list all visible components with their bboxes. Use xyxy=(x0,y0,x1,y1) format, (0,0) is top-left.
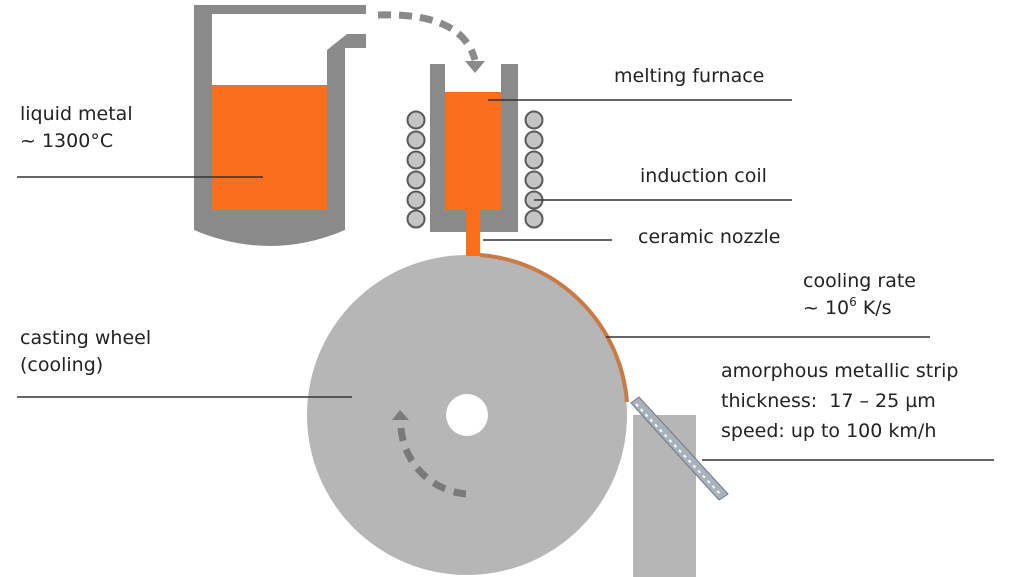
label-cooling-rate: cooling rate ~ 106 K/s xyxy=(803,268,916,322)
label-casting-wheel-line1: casting wheel xyxy=(20,327,152,349)
label-liquid-metal: liquid metal ~ 1300°C xyxy=(20,101,133,155)
rotation-arrowhead xyxy=(392,410,409,420)
furnace-liquid-metal xyxy=(445,92,501,210)
label-strip-line2: thickness: 17 – 25 µm xyxy=(721,390,936,412)
label-strip-line3: speed: up to 100 km/h xyxy=(721,420,937,442)
pouring-arrowhead xyxy=(465,61,485,73)
wheel-rotation-arrow xyxy=(397,427,467,498)
strip-collector xyxy=(633,415,696,577)
induction-coil-right xyxy=(524,110,544,229)
label-casting-wheel: casting wheel (cooling) xyxy=(20,325,151,379)
label-melting-furnace: melting furnace xyxy=(614,65,765,87)
induction-coil-left xyxy=(406,110,426,229)
nozzle-jet xyxy=(466,210,480,256)
ladle-liquid-metal xyxy=(212,85,327,210)
label-strip: amorphous metallic strip thickness: 17 –… xyxy=(721,356,958,446)
casting-wheel xyxy=(307,255,627,575)
metallic-strip xyxy=(479,253,629,403)
cooling-rate-prefix: ~ 10 xyxy=(803,297,850,319)
melting-furnace xyxy=(430,64,518,256)
label-liquid-metal-line1: liquid metal xyxy=(20,103,133,125)
label-ceramic-nozzle: ceramic nozzle xyxy=(638,226,781,248)
wheel-hub xyxy=(446,394,488,436)
label-cooling-rate-line2: ~ 106 K/s xyxy=(803,295,916,322)
label-strip-line1: amorphous metallic strip xyxy=(721,360,959,382)
label-liquid-metal-line2: ~ 1300°C xyxy=(20,130,114,152)
label-cooling-rate-line1: cooling rate xyxy=(803,270,916,292)
cooling-rate-exponent: 6 xyxy=(849,294,857,309)
pouring-path-arrow xyxy=(377,11,479,62)
ladle xyxy=(194,5,366,246)
label-casting-wheel-line2: (cooling) xyxy=(20,354,104,376)
strip-exit xyxy=(630,396,729,501)
label-induction-coil: induction coil xyxy=(640,165,767,187)
cooling-rate-unit: K/s xyxy=(856,297,892,319)
